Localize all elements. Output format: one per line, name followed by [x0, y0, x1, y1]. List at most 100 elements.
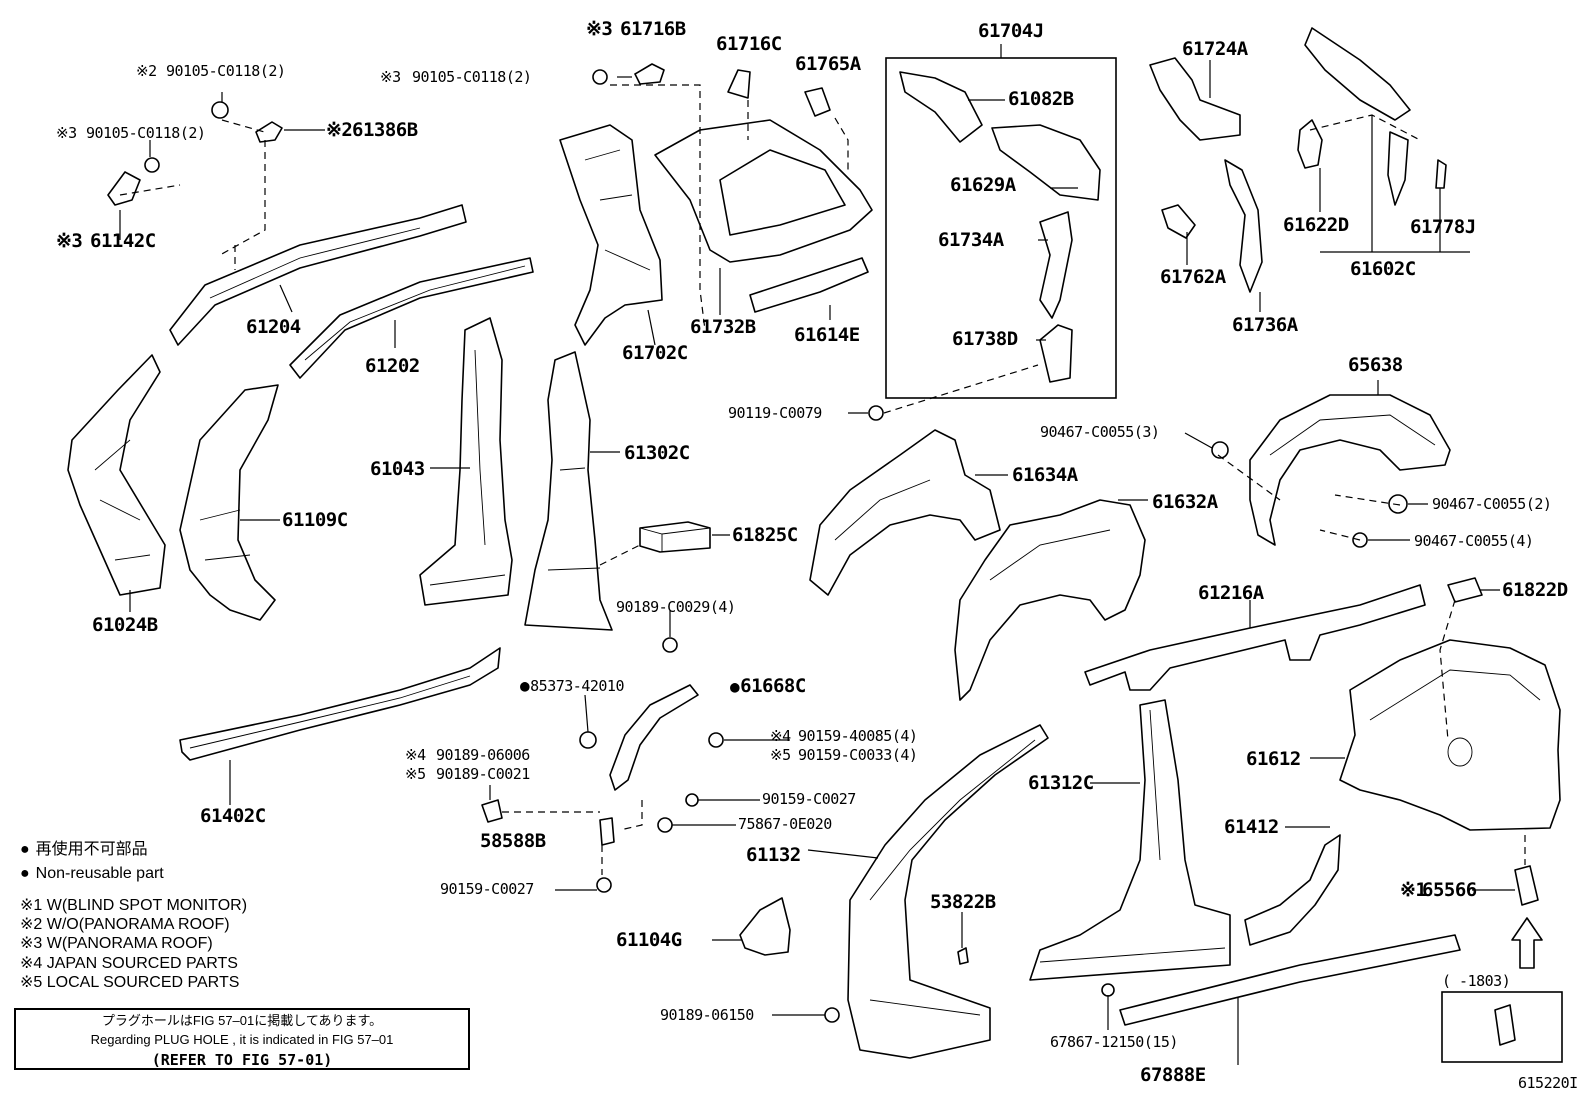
part-note-61716B: ※3 [586, 18, 613, 40]
part-61716B [634, 63, 665, 85]
legend-note-1: ※1 W(BLIND SPOT MONITOR) [20, 897, 248, 914]
part-label-90105-c[interactable]: 90105-C0118(2) [86, 124, 206, 142]
part-label-90159-b[interactable]: 90159-C0033(4) [798, 746, 918, 764]
part-label-61142C[interactable]: 61142C [90, 230, 156, 252]
plug-hole-note-jp: プラグホールはFIG 57–01に掲載してあります。 [101, 1013, 383, 1028]
part-label-90105-a[interactable]: 90105-C0118(2) [166, 62, 286, 80]
part-61312C [1029, 699, 1231, 981]
nut-90467-a [1211, 441, 1229, 459]
part-61738D [1039, 324, 1073, 383]
part-61736A [1224, 159, 1263, 293]
part-label-90467-b[interactable]: 90467-C0055(2) [1432, 495, 1552, 513]
part-65638 [1249, 394, 1451, 546]
part-label-61702C[interactable]: 61702C [622, 342, 688, 364]
part-label-61104G[interactable]: 61104G [616, 929, 682, 951]
legend-nonreusable-jp: 再使用不可部品 [20, 842, 148, 858]
part-61765A [804, 87, 831, 117]
part-note-90189-a: ※4 [405, 746, 426, 764]
part-61822D [1447, 577, 1483, 603]
diagram-id: 615220I [1518, 1074, 1578, 1092]
part-61825C [639, 521, 711, 553]
part-67888E [1119, 934, 1461, 1026]
part-note-90159-b: ※5 [770, 746, 791, 764]
part-label-65566[interactable]: 65566 [1422, 879, 1477, 901]
bolt-90119 [868, 405, 884, 421]
part-61132 [847, 724, 1049, 1059]
part-label-61716C[interactable]: 61716C [716, 33, 782, 55]
part-label-85373[interactable]: 85373-42010 [520, 678, 624, 694]
bolt-90105-a [211, 101, 229, 119]
part-label-58588B[interactable]: 58588B [480, 830, 546, 852]
arrow-up-icon [1511, 917, 1543, 969]
part-label-61634A[interactable]: 61634A [1012, 464, 1078, 486]
part-label-67867[interactable]: 67867-12150(15) [1050, 1033, 1178, 1051]
part-label-90159-C0027-b[interactable]: 90159-C0027 [440, 880, 534, 898]
part-label-61402C[interactable]: 61402C [200, 805, 266, 827]
part-label-90189-C0029[interactable]: 90189-C0029(4) [616, 598, 736, 616]
part-label-90159-C0027-a[interactable]: 90159-C0027 [762, 790, 856, 808]
legend-nonreusable-en: Non-reusable part [20, 866, 164, 882]
part-label-90467-a[interactable]: 90467-C0055(3) [1040, 423, 1160, 441]
part-label-61762A[interactable]: 61762A [1160, 266, 1226, 288]
part-label-67888E[interactable]: 67888E [1140, 1064, 1206, 1086]
part-label-61614E[interactable]: 61614E [794, 324, 860, 346]
part-61043 [419, 317, 513, 606]
part-label-61629A[interactable]: 61629A [950, 174, 1016, 196]
part-61732B-window [719, 149, 846, 236]
part-label-61822D[interactable]: 61822D [1502, 579, 1568, 601]
part-61109C [179, 384, 279, 621]
part-label-61386B[interactable]: 61386B [352, 119, 418, 141]
bolt-90159-a [708, 732, 724, 748]
part-label-61734A[interactable]: 61734A [938, 229, 1004, 251]
part-61629A [991, 124, 1101, 201]
part-label-61109C[interactable]: 61109C [282, 509, 348, 531]
part-61634A [809, 429, 1001, 596]
plug-hole-note: プラグホールはFIG 57–01に掲載してあります。 Regarding PLU… [14, 1008, 470, 1070]
part-label-61612[interactable]: 61612 [1246, 748, 1301, 770]
part-label-90189-b[interactable]: 90189-C0021 [436, 765, 530, 783]
inset-label-1803: ( -1803) [1442, 972, 1511, 990]
part-label-61043[interactable]: 61043 [370, 458, 425, 480]
part-label-61778J[interactable]: 61778J [1410, 216, 1476, 238]
part-61612 [1339, 639, 1561, 831]
part-label-53822B[interactable]: 53822B [930, 891, 996, 913]
part-label-61204[interactable]: 61204 [246, 316, 301, 338]
part-label-61622D[interactable]: 61622D [1283, 214, 1349, 236]
plug-hole-note-ref[interactable]: (REFER TO FIG 57-01) [151, 1050, 333, 1069]
part-label-61132[interactable]: 61132 [746, 844, 801, 866]
part-61734A [1039, 211, 1073, 319]
bolt-90159-d [596, 877, 612, 893]
part-label-61632A[interactable]: 61632A [1152, 491, 1218, 513]
part-label-90189-a[interactable]: 90189-06006 [436, 746, 530, 764]
part-label-75867[interactable]: 75867-0E020 [738, 815, 832, 833]
part-label-61412[interactable]: 61412 [1224, 816, 1279, 838]
part-label-61668C[interactable]: 61668C [730, 677, 806, 696]
part-61402C [179, 647, 501, 761]
part-label-90159-a[interactable]: 90159-40085(4) [798, 727, 918, 745]
part-label-90105-b[interactable]: 90105-C0118(2) [412, 68, 532, 86]
part-61302C [524, 351, 613, 631]
part-label-61732B[interactable]: 61732B [690, 316, 756, 338]
part-label-61024B[interactable]: 61024B [92, 614, 158, 636]
part-61386B [255, 121, 283, 143]
part-label-90119[interactable]: 90119-C0079 [728, 404, 822, 422]
part-label-61765A[interactable]: 61765A [795, 53, 861, 75]
part-61716C [727, 69, 751, 99]
part-label-65638[interactable]: 65638 [1348, 354, 1403, 376]
part-label-90189-06150[interactable]: 90189-06150 [660, 1006, 754, 1024]
part-label-61216A[interactable]: 61216A [1198, 582, 1264, 604]
part-label-61825C[interactable]: 61825C [732, 524, 798, 546]
part-label-90467-c[interactable]: 90467-C0055(4) [1414, 532, 1534, 550]
part-label-61724A[interactable]: 61724A [1182, 38, 1248, 60]
part-53822B [957, 947, 969, 965]
part-label-61602C[interactable]: 61602C [1350, 258, 1416, 280]
part-label-61082B[interactable]: 61082B [1008, 88, 1074, 110]
part-label-61302C[interactable]: 61302C [624, 442, 690, 464]
part-label-61716B[interactable]: 61716B [620, 18, 686, 40]
inset-part-65566 [1494, 1004, 1516, 1046]
part-label-61202[interactable]: 61202 [365, 355, 420, 377]
part-label-61738D[interactable]: 61738D [952, 328, 1018, 350]
part-label-61312C[interactable]: 61312C [1028, 772, 1094, 794]
part-label-61736A[interactable]: 61736A [1232, 314, 1298, 336]
